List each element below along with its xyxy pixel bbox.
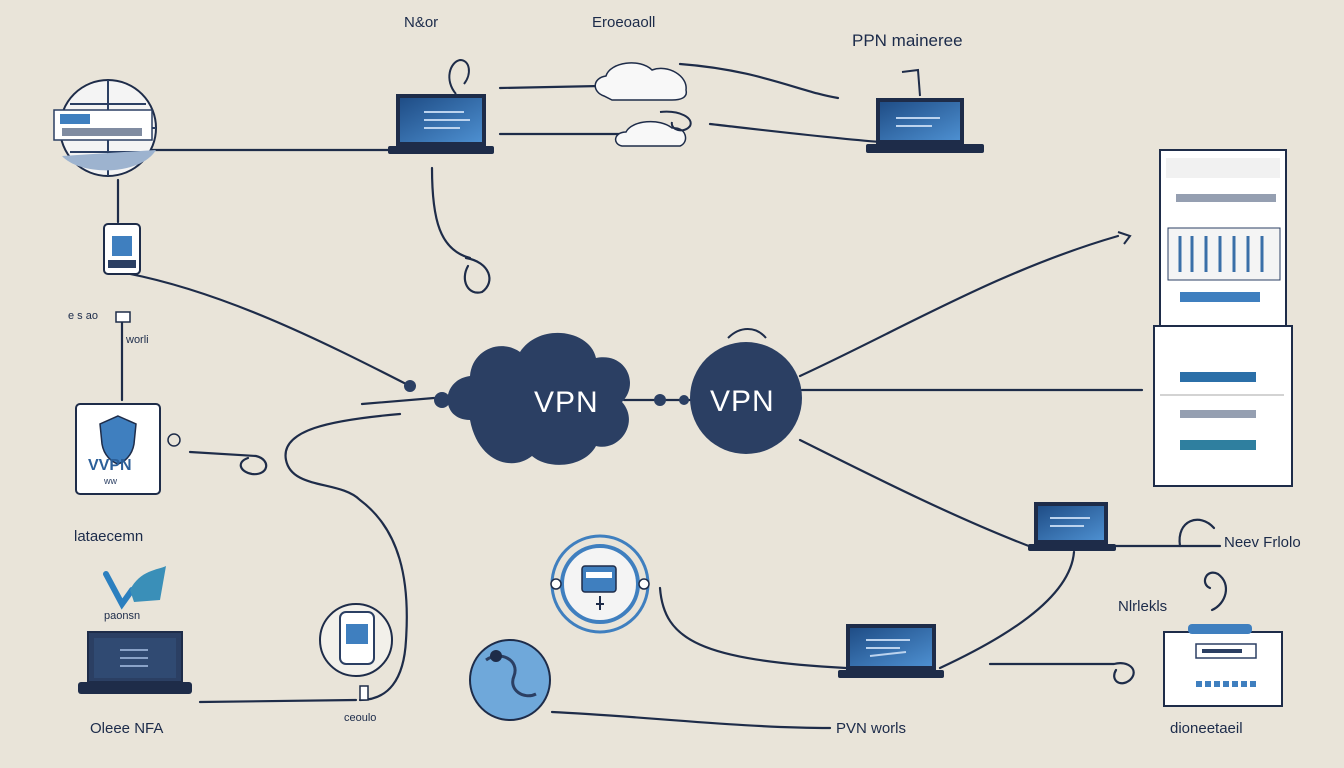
line-circle-laptop bbox=[798, 438, 1036, 550]
line-laptop-down-right bbox=[938, 550, 1076, 670]
connector-dots bbox=[404, 380, 689, 408]
label-top-center: Eroeoaoll bbox=[592, 14, 656, 31]
label-logo-caption: paonsn bbox=[104, 610, 141, 622]
label-top-left: N&or bbox=[404, 14, 439, 31]
shield-subtext: ww bbox=[103, 476, 117, 486]
phone-circle-icon bbox=[319, 603, 393, 677]
line-laptop-cloud bbox=[498, 84, 602, 90]
line-to-cloud bbox=[360, 396, 436, 406]
line-phone-cloud bbox=[118, 270, 412, 388]
laptop-icon-right bbox=[1028, 502, 1116, 551]
shield-icon: VVPN ww bbox=[75, 403, 181, 495]
lock-circle-icon bbox=[550, 534, 650, 634]
line-lock-laptop bbox=[658, 586, 848, 670]
vpn-logo-icon bbox=[103, 566, 166, 610]
cloud-icon-top bbox=[594, 62, 692, 147]
lock-icon bbox=[359, 685, 369, 701]
label-right-lower: Nlrlekls bbox=[1118, 598, 1168, 615]
connector-lines bbox=[116, 62, 1228, 730]
line-laptop-down bbox=[430, 166, 472, 260]
label-bottom-right: dioneetaeil bbox=[1170, 720, 1243, 737]
circle-label: VPN bbox=[710, 385, 775, 418]
vpn-circle-node: VPN bbox=[690, 328, 802, 454]
line-right-hook bbox=[1203, 571, 1228, 612]
shield-text: VVPN bbox=[88, 457, 132, 474]
line-cloud-laptop-right2 bbox=[708, 122, 882, 144]
label-top-right: PPN maineree bbox=[852, 31, 963, 50]
phone-icon bbox=[103, 223, 141, 275]
label-right-mid: Neev Frlolo bbox=[1224, 534, 1301, 551]
line-curve-down bbox=[284, 412, 408, 702]
globe-icon bbox=[53, 79, 157, 177]
small-box-icon bbox=[115, 311, 131, 323]
line-laptop-right-up bbox=[1178, 518, 1216, 548]
label-left-caption: lataecemn bbox=[74, 528, 144, 545]
label-left-small: e s ao bbox=[68, 310, 98, 322]
laptop-icon-bottom-left bbox=[78, 631, 192, 694]
laptop-icon-bottom bbox=[838, 624, 944, 678]
cloud-icon bbox=[447, 332, 630, 465]
vpn-cloud-node: VPN bbox=[447, 332, 630, 465]
line-bottom-left bbox=[198, 698, 358, 704]
label-bottom-left: Oleee NFA bbox=[90, 720, 164, 737]
label-bottom-mid-small: ceoulo bbox=[344, 712, 377, 724]
panel-icon-bottom-right bbox=[1163, 624, 1283, 707]
globe-icon-bottom bbox=[469, 639, 551, 721]
line-right-lower bbox=[988, 662, 1135, 685]
server-rack-icon bbox=[1117, 149, 1293, 487]
line-globe-bottom bbox=[550, 710, 832, 730]
label-left-world: worli bbox=[126, 334, 149, 346]
laptop-icon-top-right bbox=[866, 68, 984, 153]
line-laptop-hook bbox=[463, 256, 491, 294]
line-shield-right bbox=[188, 450, 268, 476]
line-cloud-laptop-right bbox=[678, 62, 840, 100]
label-bottom-center: PVN worls bbox=[836, 720, 907, 737]
cloud-label: VPN bbox=[534, 386, 599, 419]
laptop-icon-top bbox=[388, 58, 494, 154]
line-circle-server-top bbox=[798, 234, 1120, 378]
